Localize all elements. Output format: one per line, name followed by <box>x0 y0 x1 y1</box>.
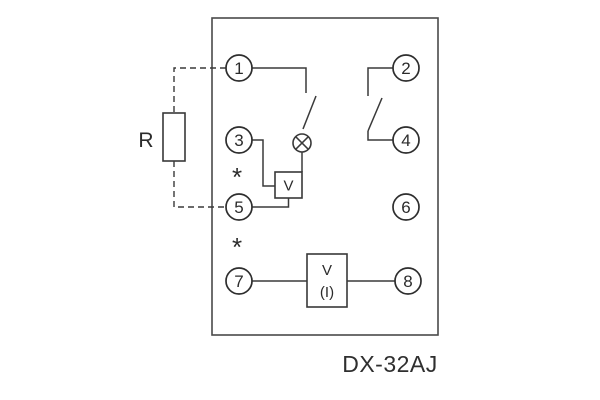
terminal-3-number: 3 <box>234 131 243 150</box>
external-wire-bottom <box>173 161 226 208</box>
terminal-8-circle <box>394 267 422 295</box>
wire-terminal2-contact <box>367 67 393 96</box>
contact-2-blade <box>367 97 383 132</box>
contact-1-blade <box>302 95 317 130</box>
external-wire-top <box>173 67 226 113</box>
terminal-6-circle <box>392 193 420 221</box>
terminal-5-number: 5 <box>234 198 243 217</box>
terminal-6-number: 6 <box>401 198 410 217</box>
terminal-7-number: 7 <box>234 272 243 291</box>
terminal-2: 2 <box>392 54 420 82</box>
polarity-mark-2: * <box>232 232 242 262</box>
model-label: DX-32AJ <box>342 351 438 377</box>
meter-label-top: V <box>322 262 332 279</box>
wire-terminal3-to-coil <box>252 139 275 187</box>
terminal-7-circle <box>225 267 253 295</box>
terminal-7: 7 <box>225 267 253 295</box>
terminal-4-number: 4 <box>401 131 410 150</box>
terminal-3: 3 <box>225 126 253 154</box>
polarity-mark-1: * <box>232 162 242 192</box>
meter-label-bottom: (I) <box>320 284 334 301</box>
terminal-5-circle <box>225 193 253 221</box>
terminal-2-circle <box>392 54 420 82</box>
lamp-cross-2 <box>295 136 309 150</box>
coil-label: V <box>283 178 293 195</box>
terminal-4-circle <box>392 126 420 154</box>
terminal-6: 6 <box>392 193 420 221</box>
lamp-icon <box>292 133 312 153</box>
terminal-4: 4 <box>392 126 420 154</box>
terminal-1: 1 <box>225 54 253 82</box>
terminal-3-circle <box>225 126 253 154</box>
resistor-symbol <box>162 112 186 162</box>
resistor-label: R <box>138 129 153 152</box>
terminal-1-circle <box>225 54 253 82</box>
wire-coil-to-terminal5 <box>252 198 290 208</box>
terminal-5: 5 <box>225 193 253 221</box>
terminal-8-number: 8 <box>403 272 412 291</box>
wire-terminal1-contact <box>252 67 307 93</box>
terminal-2-number: 2 <box>401 59 410 78</box>
terminal-1-number: 1 <box>234 59 243 78</box>
terminal-8: 8 <box>394 267 422 295</box>
wire-terminal4-contact <box>367 131 393 141</box>
relay-case-outline <box>211 17 439 336</box>
